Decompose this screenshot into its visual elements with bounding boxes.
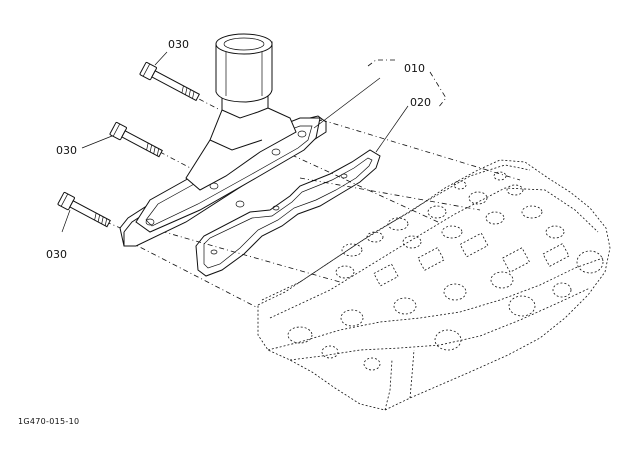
assembly-lines — [105, 87, 521, 309]
callout-030-top: 030 — [168, 38, 189, 51]
gasket-icon — [195, 149, 381, 277]
bolt-icon — [57, 61, 200, 228]
callout-030-lower: 030 — [46, 248, 67, 261]
cylinder-head-icon — [257, 159, 611, 411]
callout-020: 020 — [410, 96, 431, 109]
leader-lines — [61, 51, 447, 233]
figure-id: 1G470-015-10 — [18, 417, 79, 426]
callout-010: 010 — [404, 62, 425, 75]
callout-030-middle: 030 — [56, 144, 77, 157]
water-outlet-flange-icon — [119, 33, 327, 247]
